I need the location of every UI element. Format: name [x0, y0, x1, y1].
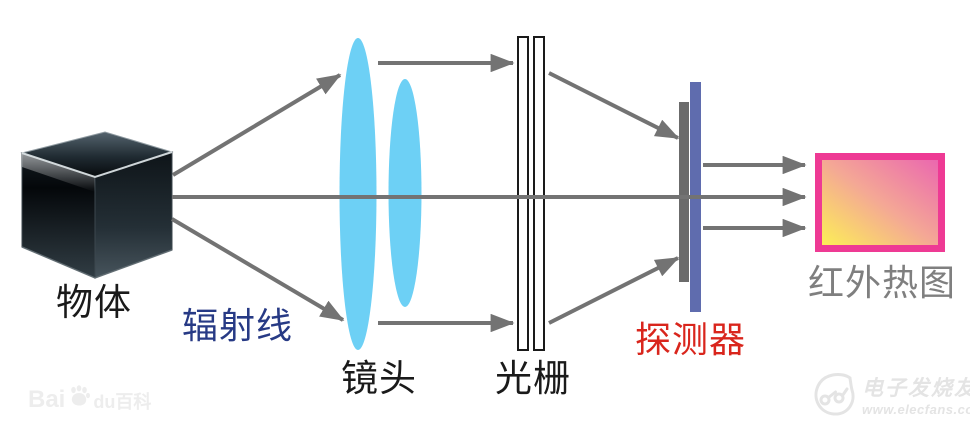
baidu-paw-icon [71, 385, 91, 406]
object-label: 物体 [56, 282, 132, 323]
detector-substrate-bar [679, 102, 689, 282]
grating-bar-2 [533, 36, 545, 351]
thermal-image-label: 红外热图 [808, 262, 957, 303]
elecfans-text: 电子发烧友 www.elecfans.com [862, 372, 970, 417]
object-cube [20, 131, 174, 279]
ray-object-to-lens-bottom [170, 217, 345, 322]
lens-label: 镜头 [341, 358, 417, 399]
baidu-watermark-suffix: du百科 [93, 392, 152, 412]
grating-label: 光栅 [495, 358, 571, 399]
detector-label: 探测器 [635, 319, 747, 360]
radiation-label: 辐射线 [182, 305, 294, 346]
grating-bar-1 [517, 36, 529, 351]
elecfans-logo-icon [814, 372, 855, 416]
elecfans-url: www.elecfans.com [862, 401, 970, 417]
thermal-image [815, 153, 945, 252]
cube-bottom-edge [21, 246, 173, 279]
ray-grating-to-detector-top [548, 71, 680, 140]
lens-large [339, 38, 377, 350]
ray-grating-to-detector-bottom [548, 256, 680, 325]
ray-arrows [170, 53, 807, 333]
baidu-baike-watermark: Bai du百科 [28, 384, 151, 414]
ray-object-to-lens-top [171, 73, 342, 177]
lens-small [388, 79, 422, 307]
baidu-watermark-prefix: Bai [28, 386, 66, 413]
elecfans-watermark: 电子发烧友 www.elecfans.com [812, 370, 970, 418]
cube-rim-highlight [21, 151, 173, 179]
cube-rim-sheen [22, 153, 95, 192]
elecfans-name: 电子发烧友 [862, 376, 970, 400]
